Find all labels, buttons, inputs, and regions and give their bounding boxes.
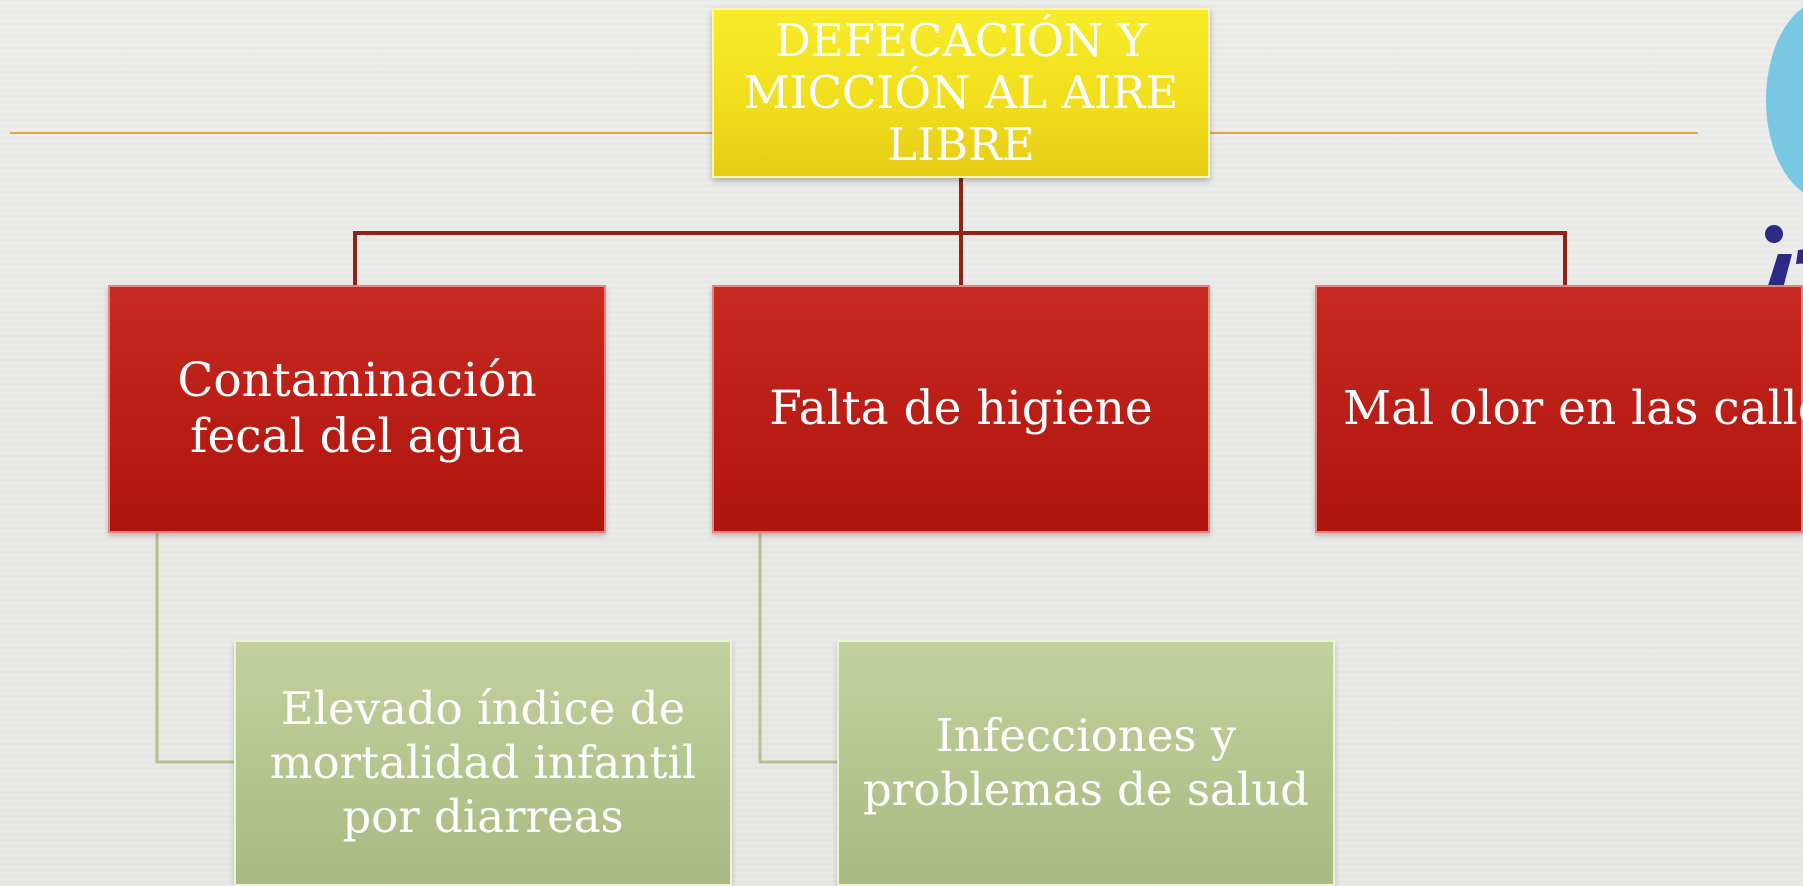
sub-connector-middle [758, 533, 839, 764]
root-node: DEFECACIÓN Y MICCIÓN AL AIRE LIBRE [712, 8, 1210, 178]
logo-mark-icon [1765, 225, 1803, 292]
consequence-node-label: Infecciones y problemas de salud [863, 709, 1309, 816]
consequence-node-infant-mortality: Elevado índice de mortalidad infantil po… [234, 640, 732, 886]
effect-node-water-contamination: Contaminación fecal del agua [108, 285, 606, 533]
consequence-node-infections: Infecciones y problemas de salud [837, 640, 1335, 886]
effect-node-bad-smell: Mal olor en las calles [1315, 285, 1803, 533]
root-node-label: DEFECACIÓN Y MICCIÓN AL AIRE LIBRE [743, 14, 1179, 171]
effect-node-lack-of-hygiene: Falta de higiene [712, 285, 1210, 533]
consequence-node-label: Elevado índice de mortalidad infantil po… [269, 682, 697, 843]
effect-node-label: Falta de higiene [769, 380, 1153, 436]
effect-node-label: Contaminación fecal del agua [177, 352, 537, 464]
sub-connector-left [155, 533, 236, 764]
effect-node-label: Mal olor en las calles [1343, 380, 1803, 436]
